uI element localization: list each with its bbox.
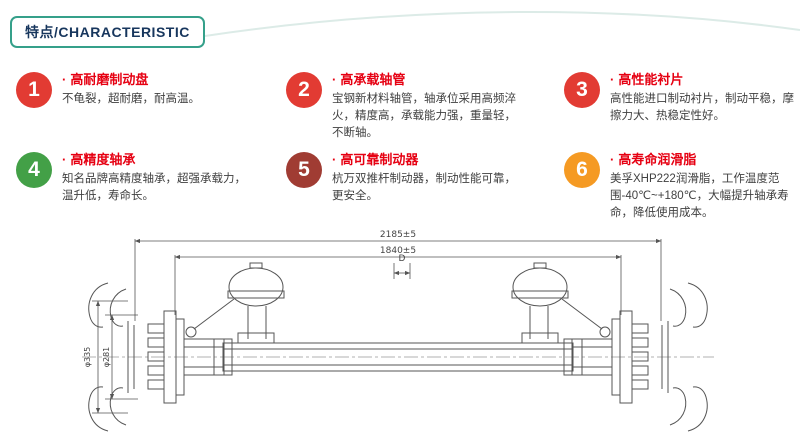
- feature-number-badge: 3: [564, 72, 600, 108]
- feature-title: 高性能衬片: [618, 72, 684, 87]
- feature-description: 美孚XHP222润滑脂，工作温度范围-40℃~+180℃，大幅提升轴承寿命，降低…: [610, 172, 789, 220]
- bullet-icon: ·: [610, 152, 615, 167]
- dimension-diameter-outer: [92, 300, 128, 414]
- bullet-icon: ·: [62, 72, 67, 87]
- feature-number-badge: 6: [564, 152, 600, 188]
- feature-title: 高承载轴管: [340, 72, 406, 87]
- axle-right-assembly: [511, 262, 708, 432]
- feature-item-3: 3 ·高性能衬片 高性能进口制动衬片，制动平稳，摩擦力大、热稳定性好。: [564, 72, 794, 125]
- dimension-inner: [174, 254, 622, 315]
- feature-description: 高性能进口制动衬片，制动平稳，摩擦力大、热稳定性好。: [610, 92, 794, 122]
- axle-technical-drawing: 2185±5 1840±5 D φ335 φ281: [82, 230, 714, 432]
- dim-inner-label: 1840±5: [380, 246, 416, 256]
- dimension-overall: [134, 238, 662, 321]
- feature-number-badge: 1: [16, 72, 52, 108]
- feature-title: 高寿命润滑脂: [618, 152, 697, 167]
- axle-left-assembly: [88, 262, 285, 432]
- bullet-icon: ·: [610, 72, 615, 87]
- feature-number-badge: 4: [16, 152, 52, 188]
- feature-number-badge: 2: [286, 72, 322, 108]
- feature-title: 高可靠制动器: [340, 152, 419, 167]
- characteristics-badge: 特点/CHARACTERISTIC: [10, 16, 205, 48]
- feature-number-badge: 5: [286, 152, 322, 188]
- bullet-icon: ·: [332, 152, 337, 167]
- dim-diameter-outer-label: φ335: [83, 347, 92, 368]
- dim-d-label: D: [399, 254, 406, 264]
- dimension-d: [393, 263, 411, 279]
- feature-description: 杭万双推杆制动器，制动性能可靠，更安全。: [332, 172, 516, 202]
- feature-item-2: 2 ·高承载轴管 宝钢新材料轴管，轴承位采用高频淬火，精度高，承载能力强，重量轻…: [286, 72, 516, 142]
- feature-description: 知名品牌高精度轴承，超强承载力，温升低，寿命长。: [62, 172, 246, 202]
- feature-item-6: 6 ·高寿命润滑脂 美孚XHP222润滑脂，工作温度范围-40℃~+180℃，大…: [564, 152, 794, 222]
- feature-item-5: 5 ·高可靠制动器 杭万双推杆制动器，制动性能可靠，更安全。: [286, 152, 516, 205]
- dim-overall-label: 2185±5: [380, 230, 416, 240]
- feature-description: 宝钢新材料轴管，轴承位采用高频淬火，精度高，承载能力强，重量轻，不断轴。: [332, 92, 516, 140]
- feature-item-1: 1 ·高耐磨制动盘 不龟裂，超耐磨，耐高温。: [16, 72, 246, 108]
- feature-description: 不龟裂，超耐磨，耐高温。: [62, 92, 200, 105]
- bullet-icon: ·: [332, 72, 337, 87]
- feature-title: 高精度轴承: [70, 152, 136, 167]
- feature-item-4: 4 ·高精度轴承 知名品牌高精度轴承，超强承载力，温升低，寿命长。: [16, 152, 246, 205]
- bullet-icon: ·: [62, 152, 67, 167]
- dim-diameter-inner-label: φ281: [102, 347, 111, 368]
- dimension-diameter-inner: [105, 314, 138, 400]
- axle-beam: [222, 342, 574, 372]
- feature-title: 高耐磨制动盘: [70, 72, 149, 87]
